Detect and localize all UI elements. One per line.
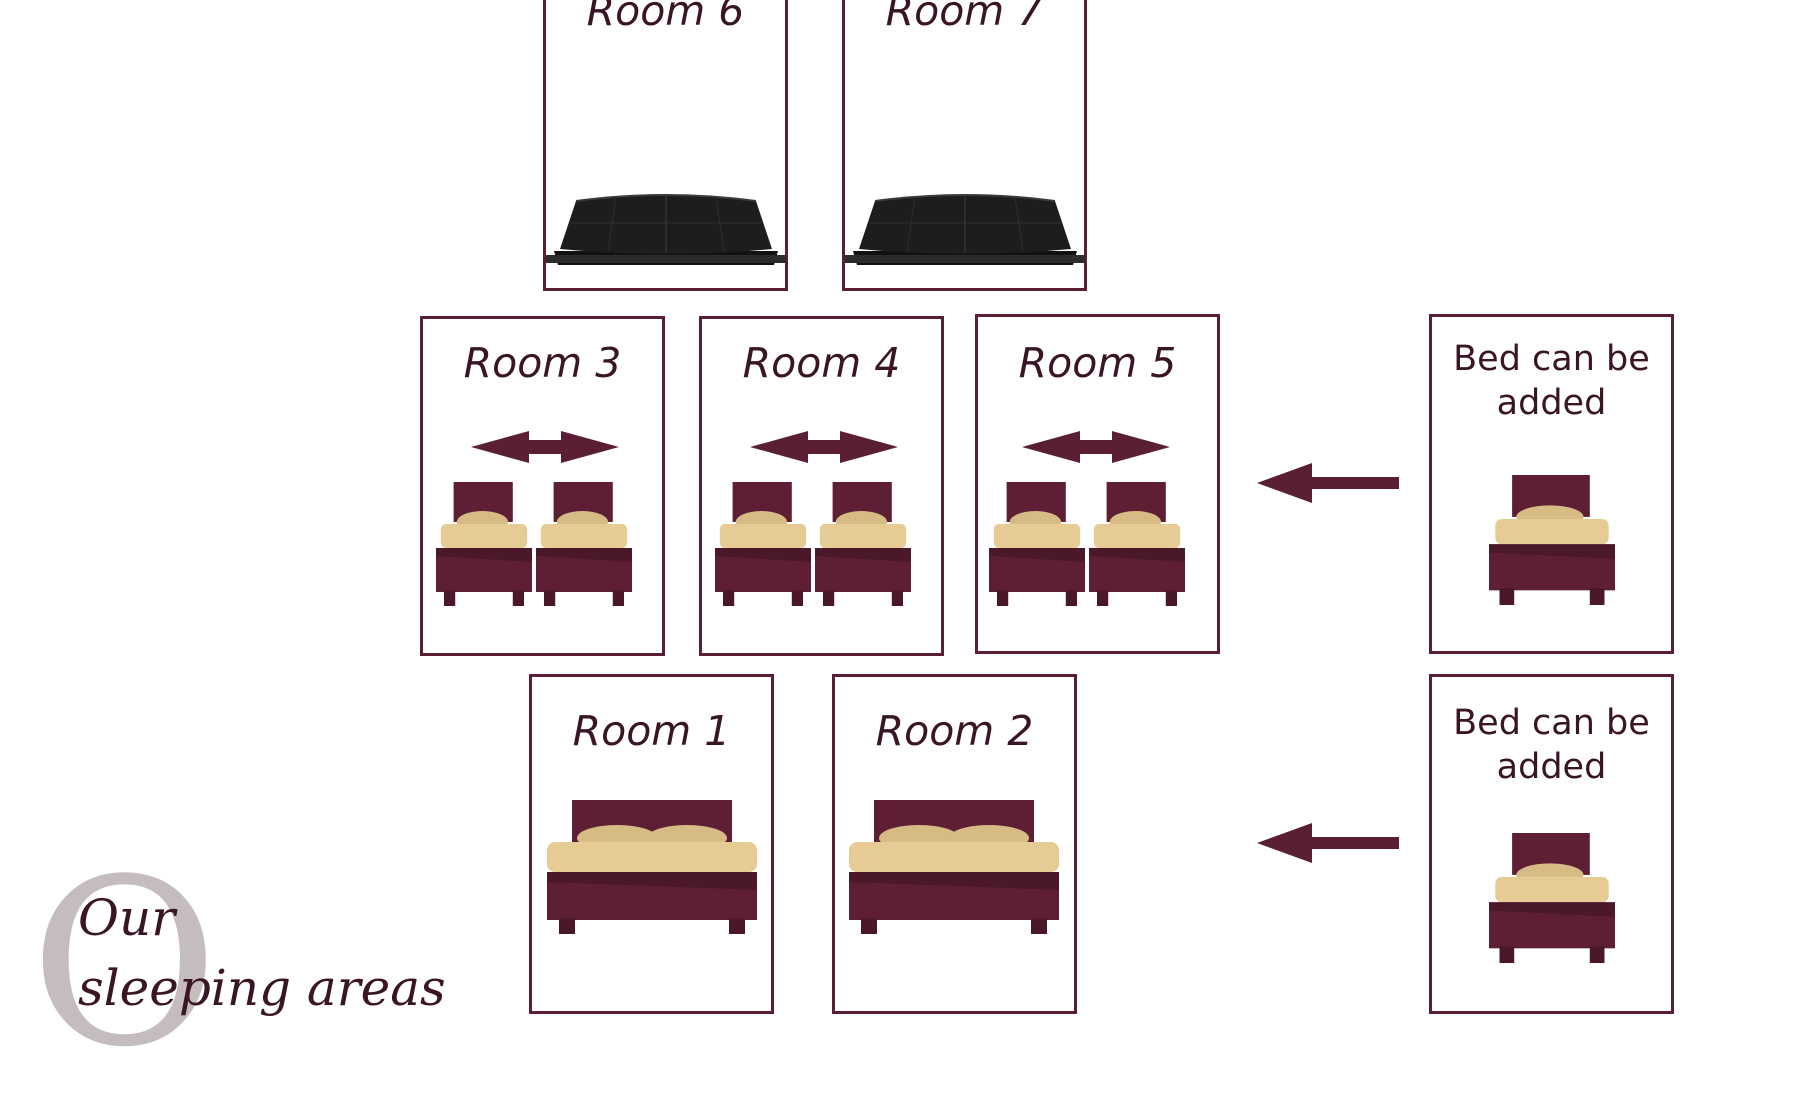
- extra-bed-note-bottom-line1: Bed can be: [1453, 703, 1650, 743]
- double-bed-icon: [849, 800, 1059, 934]
- extra-bed-card-bottom: Bed can be added: [1429, 674, 1674, 1014]
- room-3-card: Room 3: [420, 316, 665, 656]
- futon-mattress-icon: [546, 194, 786, 266]
- room-7-label: Room 7: [885, 0, 1044, 35]
- left-arrow-icon: [1257, 463, 1399, 503]
- title-line-2: sleeping areas: [78, 959, 446, 1017]
- single-bed-icon: [436, 482, 532, 606]
- room-7-card: Room 7: [842, 0, 1087, 291]
- single-bed-icon: [815, 482, 911, 606]
- single-bed-icon: [715, 482, 811, 606]
- left-arrow-icon: [1257, 823, 1399, 863]
- extra-bed-card-top: Bed can be added: [1429, 314, 1674, 654]
- section-title: O Our sleeping areas: [0, 850, 480, 1080]
- extra-bed-note-bottom: Bed can be added: [1432, 701, 1671, 789]
- room-2-label: Room 2: [875, 707, 1034, 755]
- single-bed-icon: [536, 482, 632, 606]
- futon-mattress-icon: [845, 194, 1085, 266]
- single-bed-icon: [1489, 475, 1615, 605]
- room-1-label: Room 1: [572, 707, 731, 755]
- room-2-card: Room 2: [832, 674, 1077, 1014]
- room-4-card: Room 4: [699, 316, 944, 656]
- single-bed-icon: [1489, 833, 1615, 963]
- single-bed-icon: [989, 482, 1085, 606]
- room-4-label: Room 4: [742, 339, 901, 387]
- single-bed-icon: [1089, 482, 1185, 606]
- room-1-card: Room 1: [529, 674, 774, 1014]
- room-5-card: Room 5: [975, 314, 1220, 654]
- room-6-card: Room 6: [543, 0, 788, 291]
- double-headed-arrow-icon: [1022, 431, 1170, 463]
- extra-bed-note-top-line1: Bed can be: [1453, 339, 1650, 379]
- room-6-label: Room 6: [586, 0, 745, 35]
- double-headed-arrow-icon: [471, 431, 619, 463]
- extra-bed-note-bottom-line2: added: [1496, 747, 1607, 787]
- double-headed-arrow-icon: [750, 431, 898, 463]
- double-bed-icon: [547, 800, 757, 934]
- extra-bed-note-top: Bed can be added: [1432, 337, 1671, 425]
- title-line-1: Our: [78, 889, 176, 947]
- room-5-label: Room 5: [1018, 339, 1177, 387]
- extra-bed-note-top-line2: added: [1496, 383, 1607, 423]
- room-3-label: Room 3: [463, 339, 622, 387]
